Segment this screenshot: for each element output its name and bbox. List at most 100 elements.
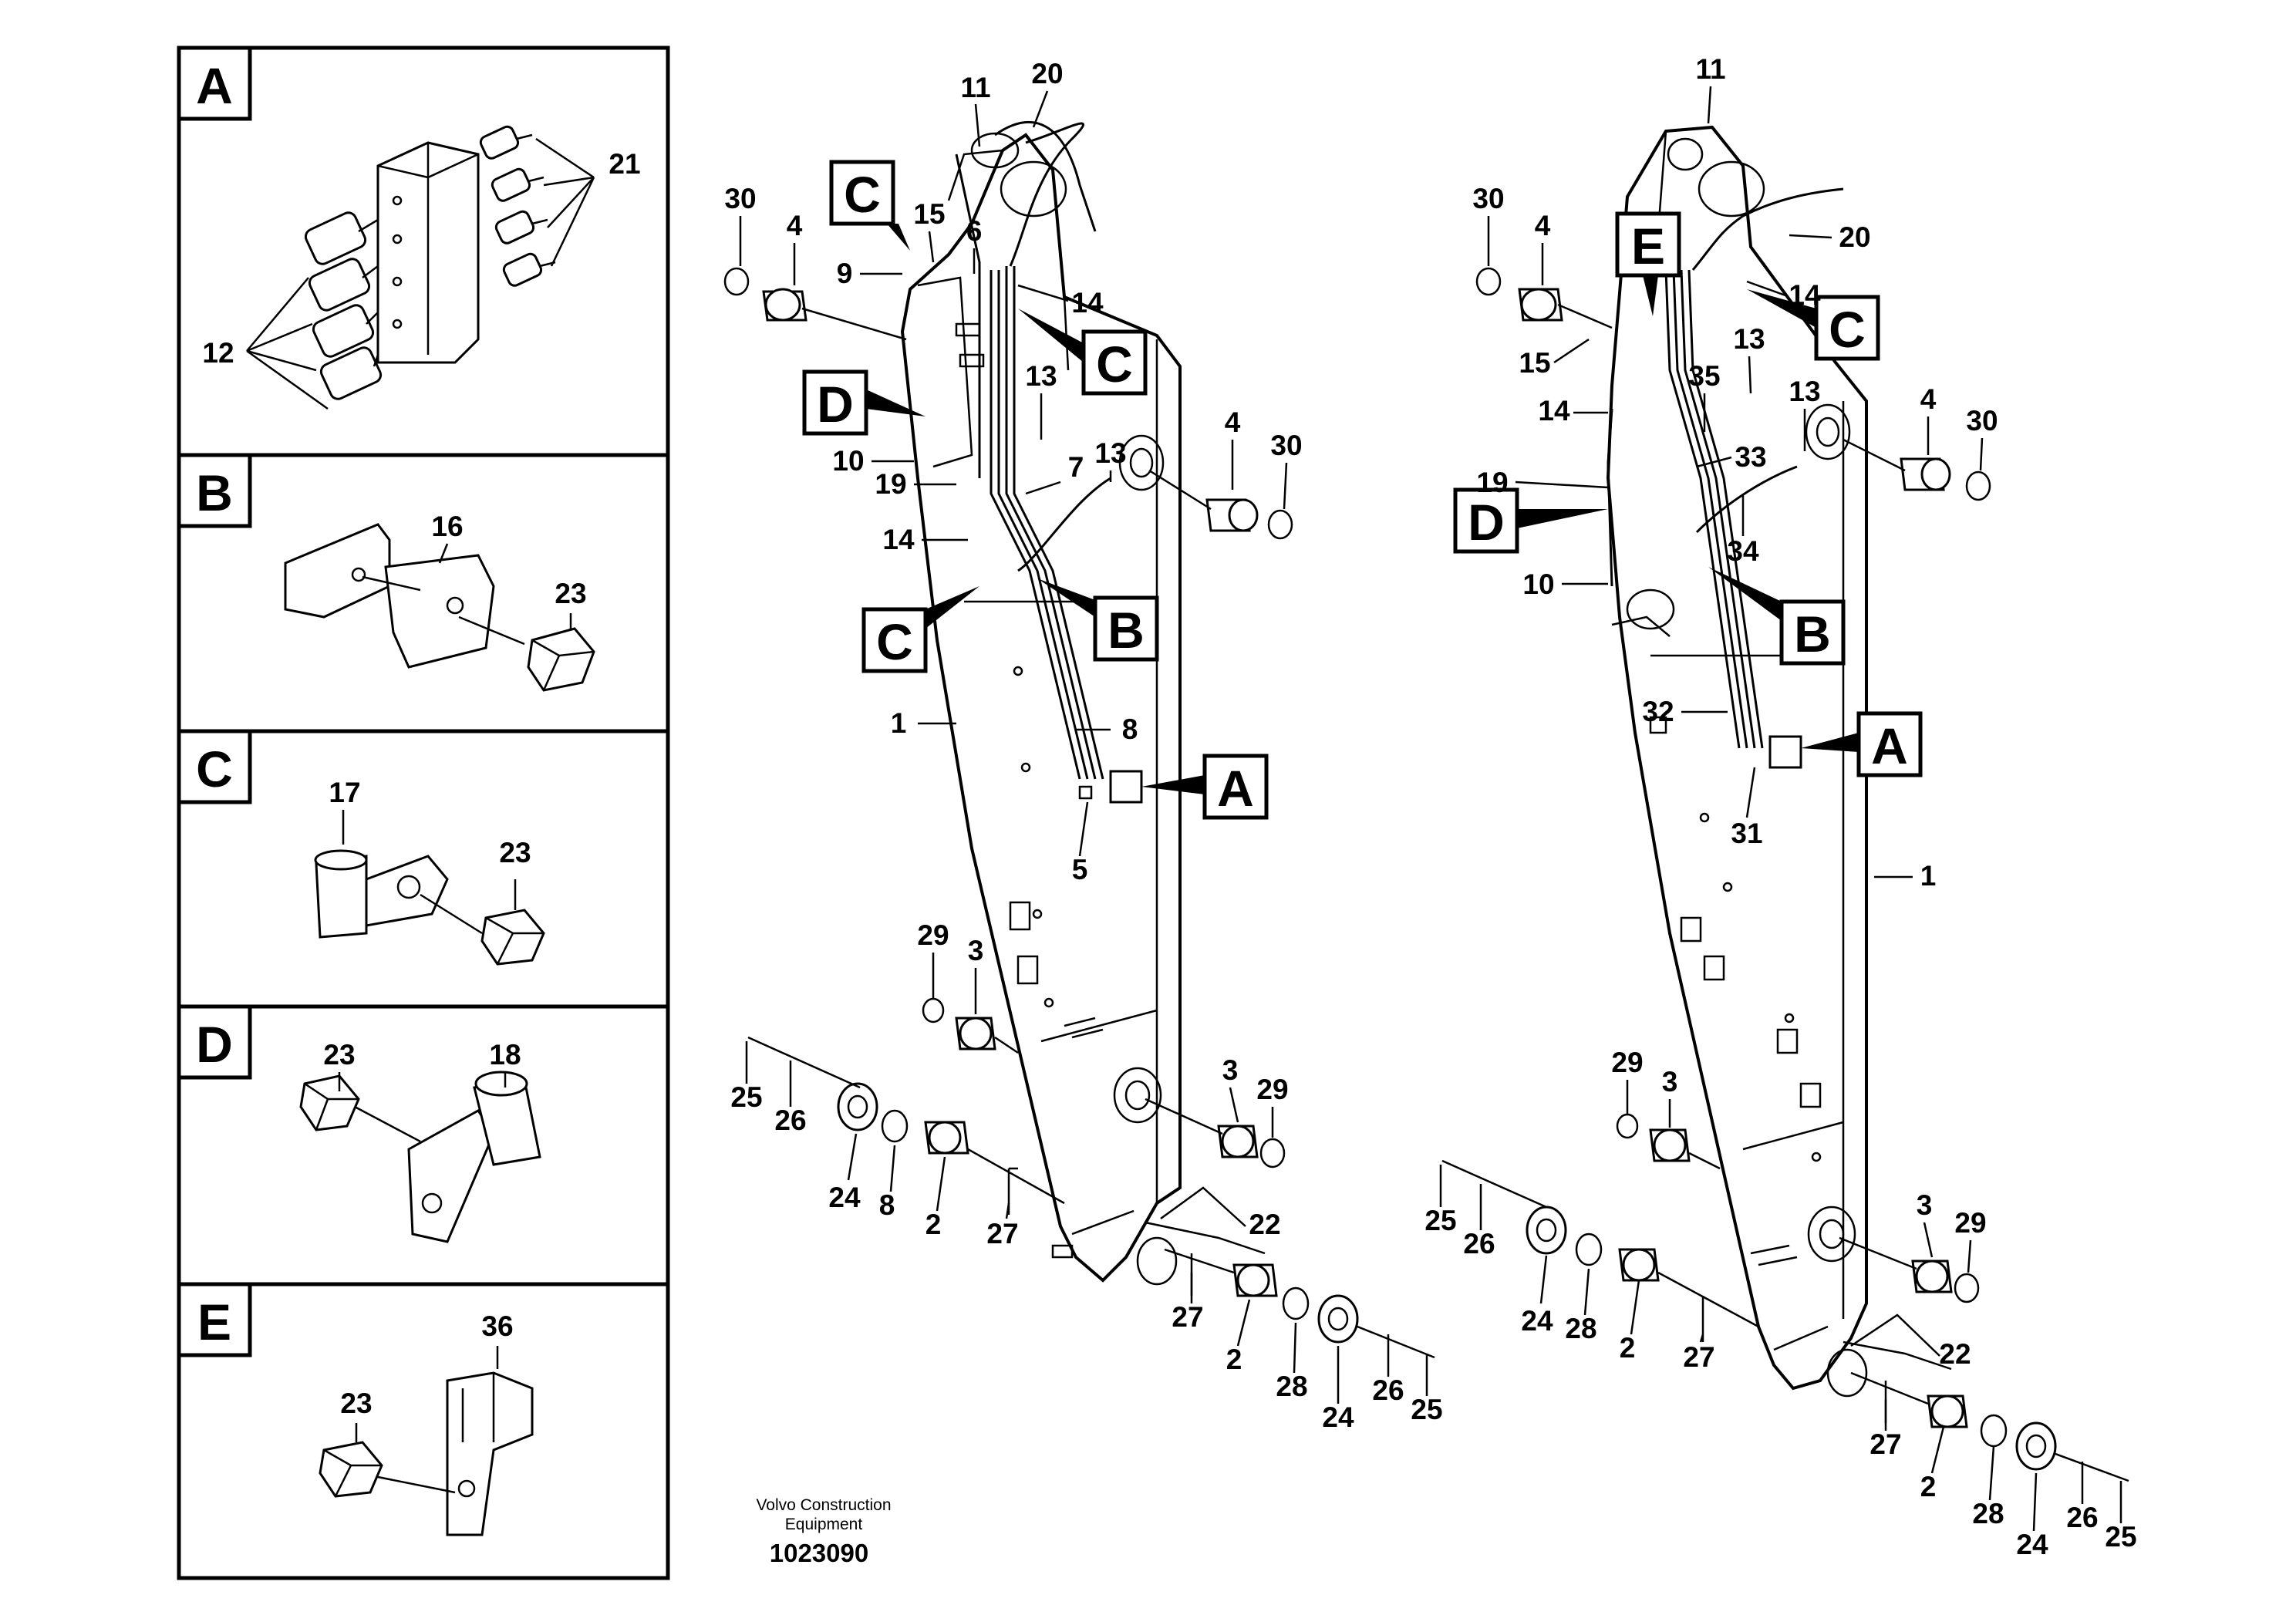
callout-a: A <box>1141 754 1269 820</box>
part-number: 14 <box>882 524 915 555</box>
callout-d: D <box>1453 487 1608 554</box>
part-number: 1 <box>891 707 907 739</box>
part-number: 30 <box>724 183 756 214</box>
panel-b-num-23: 23 <box>555 578 586 609</box>
part-number: 9 <box>837 258 853 289</box>
part-number: 8 <box>1122 713 1138 745</box>
left-part-numbers: 11 20 30 4 15 6 9 14 13 13 4 30 10 <box>724 58 1442 1433</box>
part-number: 11 <box>960 72 990 103</box>
part-number: 27 <box>1870 1428 1901 1460</box>
part-number: 14 <box>1071 287 1104 319</box>
panel-a-letter: A <box>196 57 233 114</box>
part-number: 19 <box>1476 467 1508 498</box>
svg-text:C: C <box>1829 301 1866 358</box>
part-number: 29 <box>1256 1074 1288 1105</box>
left-callouts: C C D C B <box>802 160 1269 820</box>
panel-c-letter: C <box>196 740 233 798</box>
part-number: 26 <box>1463 1228 1495 1259</box>
detail-panel-c: C 17 23 <box>177 729 545 966</box>
part-number: 24 <box>1322 1401 1354 1433</box>
part-number: 24 <box>828 1182 861 1213</box>
callout-a: A <box>1801 711 1923 777</box>
part-number: 27 <box>1683 1341 1714 1373</box>
part-number: 19 <box>875 468 906 500</box>
bolt-icon <box>480 909 545 966</box>
part-number: 14 <box>1789 279 1821 311</box>
part-number: 5 <box>1072 854 1088 885</box>
part-number: 4 <box>1535 210 1551 241</box>
part-number: 25 <box>1424 1205 1456 1236</box>
callout-e: E <box>1615 211 1681 316</box>
part-number: 14 <box>1538 395 1570 427</box>
bolt-icon <box>299 1074 360 1131</box>
detail-panels: A 21 12 <box>177 46 670 1580</box>
part-number: 10 <box>832 445 864 477</box>
detail-panel-b: B 16 23 <box>177 453 595 692</box>
svg-text:C: C <box>844 166 881 223</box>
panel-d-num-18: 18 <box>489 1039 521 1071</box>
right-arm-assembly: E C D B A <box>1424 53 2136 1560</box>
part-number: 3 <box>1662 1066 1678 1098</box>
part-number: 20 <box>1031 58 1063 89</box>
part-number: 13 <box>1025 360 1057 392</box>
part-number: 29 <box>917 919 949 951</box>
svg-text:B: B <box>1108 602 1145 659</box>
part-number: 7 <box>1068 451 1084 483</box>
part-number: 4 <box>1225 406 1241 438</box>
svg-text:A: A <box>1871 717 1908 774</box>
part-number: 30 <box>1966 405 1998 437</box>
panel-d-letter: D <box>196 1016 233 1073</box>
panel-d-num-23: 23 <box>323 1039 355 1071</box>
panel-b-letter: B <box>196 464 233 521</box>
bolt-icon <box>319 1441 383 1498</box>
part-number: 13 <box>1789 376 1820 407</box>
panel-a-num-12: 12 <box>202 337 234 369</box>
part-number: 2 <box>925 1209 942 1240</box>
part-number: 2 <box>1920 1471 1937 1502</box>
svg-text:C: C <box>1096 336 1133 393</box>
right-part-numbers: 11 30 4 20 14 15 13 35 14 13 4 30 19 <box>1424 53 2136 1560</box>
part-number: 4 <box>787 210 803 241</box>
part-number: 30 <box>1472 183 1504 214</box>
part-number: 26 <box>2066 1502 2098 1533</box>
part-number: 13 <box>1733 323 1765 355</box>
part-number: 3 <box>1222 1054 1239 1086</box>
part-number: 28 <box>1565 1313 1596 1344</box>
part-number: 15 <box>1519 347 1550 379</box>
part-number: 35 <box>1688 360 1720 392</box>
detail-panel-d: D 23 18 <box>177 1004 541 1243</box>
part-number: 2 <box>1226 1344 1242 1375</box>
part-number: 22 <box>1249 1209 1280 1240</box>
part-number: 11 <box>1695 53 1725 85</box>
part-number: 31 <box>1731 818 1762 849</box>
callout-c-upper: C <box>829 160 910 251</box>
callout-c-right: C <box>1018 309 1148 396</box>
callout-c-lower: C <box>861 586 979 673</box>
panel-e-num-23: 23 <box>340 1388 372 1419</box>
detail-panel-a: A 21 12 <box>177 46 641 410</box>
brand-line-1: Volvo Construction <box>756 1496 891 1514</box>
panel-a-num-21: 21 <box>609 148 640 180</box>
part-number: 29 <box>1954 1207 1986 1239</box>
footer: Volvo Construction Equipment 1023090 <box>756 1496 891 1567</box>
panel-b-num-16: 16 <box>431 511 463 542</box>
callout-b: B <box>1708 567 1846 666</box>
part-number: 22 <box>1939 1338 1971 1370</box>
panel-c-num-23: 23 <box>499 837 531 868</box>
part-number: 4 <box>1920 383 1937 415</box>
detail-panel-e: E 36 23 <box>177 1282 534 1536</box>
part-number: 6 <box>966 215 983 247</box>
panel-e-letter: E <box>197 1293 231 1351</box>
part-number: 33 <box>1735 441 1766 473</box>
svg-text:B: B <box>1794 605 1831 663</box>
svg-text:D: D <box>817 376 854 433</box>
part-number: 1 <box>1920 860 1937 892</box>
part-number: 28 <box>1276 1371 1307 1402</box>
part-number: 30 <box>1270 430 1302 461</box>
part-number: 20 <box>1839 221 1870 253</box>
part-number: 8 <box>879 1189 895 1221</box>
part-number: 10 <box>1522 568 1554 600</box>
svg-text:D: D <box>1468 494 1505 551</box>
part-number: 26 <box>1372 1374 1404 1406</box>
part-number: 26 <box>774 1104 806 1136</box>
